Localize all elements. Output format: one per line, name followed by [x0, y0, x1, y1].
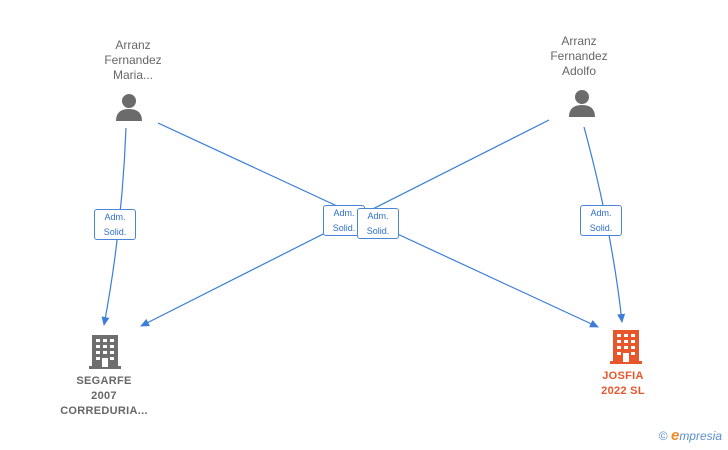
- relation-badge[interactable]: Adm. Solid.: [580, 205, 622, 236]
- empresia-logo-icon: e: [670, 427, 680, 444]
- empresia-watermark[interactable]: © empresia: [659, 427, 722, 444]
- person-name-1[interactable]: Arranz Fernandez Maria...: [104, 38, 162, 82]
- relation-badge-line1: Adm.: [333, 208, 355, 218]
- relation-badge-line1: Adm.: [367, 211, 389, 221]
- person-icon[interactable]: [567, 88, 597, 118]
- relation-badge-line2: Solid.: [366, 226, 390, 236]
- person-name-2[interactable]: Arranz Fernandez Adolfo: [550, 34, 608, 78]
- relation-badge-line1: Adm.: [590, 208, 612, 218]
- relation-badge-line2: Solid.: [589, 223, 613, 233]
- relation-badge-line2: Solid.: [103, 227, 127, 237]
- copyright-symbol: ©: [658, 429, 668, 443]
- relation-badge-line1: Adm.: [104, 212, 126, 222]
- company-name-2[interactable]: JOSFIA 2022 SL: [601, 370, 645, 397]
- building-icon[interactable]: [89, 333, 121, 369]
- relation-badge-line2: Solid.: [332, 223, 356, 233]
- company-name-1[interactable]: SEGARFE 2007 CORREDURIA...: [60, 375, 148, 417]
- building-icon[interactable]: [610, 328, 642, 364]
- empresia-brand-text: mpresia: [679, 429, 722, 443]
- person-icon[interactable]: [114, 92, 144, 122]
- relation-badge[interactable]: Adm. Solid.: [94, 209, 136, 240]
- relation-badge[interactable]: Adm. Solid.: [357, 208, 399, 239]
